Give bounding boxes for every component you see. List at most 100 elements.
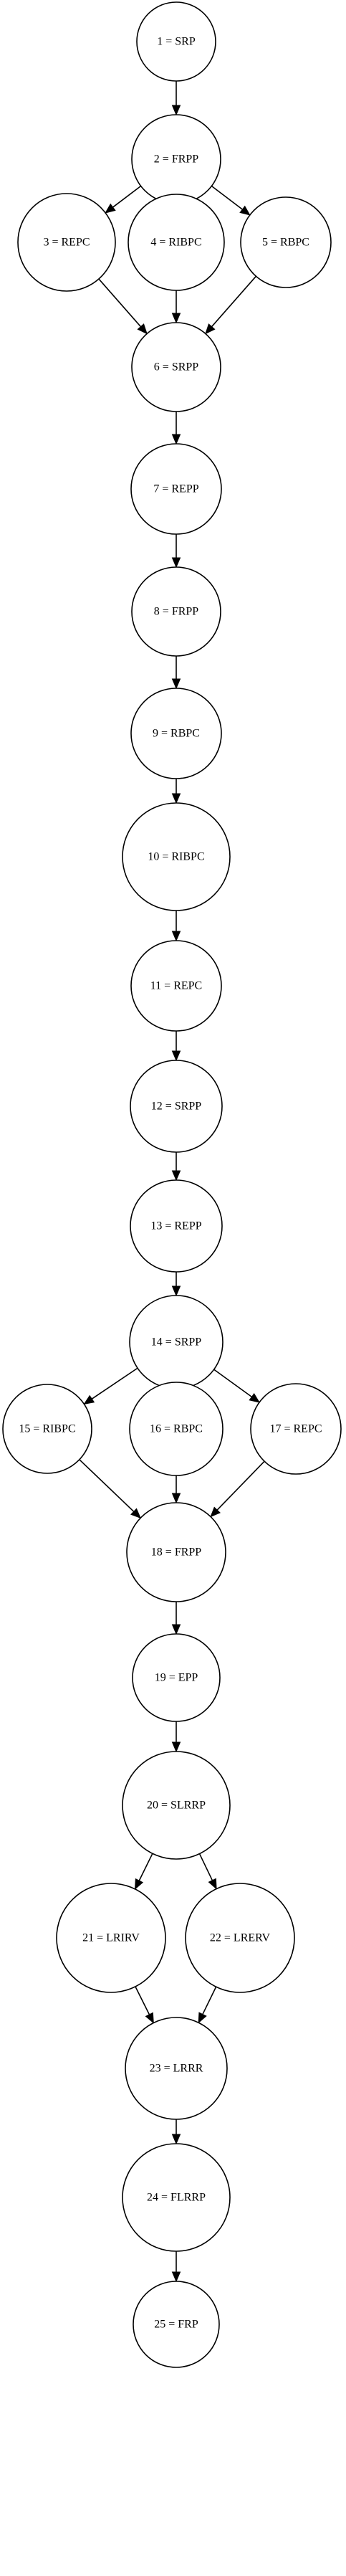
edge-n14-n17 [213, 1369, 261, 1403]
edge-n15-n18 [79, 1459, 142, 1519]
arrow-head [171, 557, 181, 569]
edge-line [211, 185, 243, 210]
node-circle [130, 940, 222, 1032]
node-label: 22 = LRERV [210, 1932, 271, 1944]
edge-line [91, 1367, 138, 1399]
node-n6: 6 = SRPP [131, 322, 221, 412]
node-circle [2, 1384, 92, 1474]
edge-n11-n12 [171, 1031, 181, 1062]
node-circle [122, 2143, 231, 2252]
node-label: 23 = LRRR [150, 2063, 203, 2075]
arrow-head [134, 1878, 144, 1890]
arrow-head [210, 1506, 221, 1518]
node-n1: 1 = SRP [136, 1, 216, 82]
edge-n21-n23 [135, 1986, 154, 2024]
arrow-head [171, 1170, 181, 1182]
edge-line [216, 1460, 265, 1511]
node-n17: 17 = REPC [250, 1383, 342, 1475]
node-circle [250, 1383, 342, 1475]
edge-n2-n5 [211, 185, 251, 216]
arrow-head [208, 1878, 217, 1890]
arrow-head [83, 1394, 95, 1405]
edge-line [198, 1853, 213, 1881]
node-n11: 11 = REPC [130, 940, 222, 1032]
node-circle [133, 2281, 220, 2368]
node-label: 1 = SRP [157, 36, 196, 48]
edge-n20-n21 [134, 1853, 153, 1890]
arrow-head [171, 793, 181, 804]
node-circle [125, 2017, 228, 2120]
node-label: 7 = REPP [153, 483, 198, 495]
arrow-head [249, 1393, 261, 1403]
node-n12: 12 = SRPP [130, 1060, 223, 1153]
arrow-head [171, 931, 181, 942]
node-n23: 23 = LRRR [125, 2017, 228, 2120]
node-label: 16 = RBPC [150, 1423, 203, 1435]
node-circle [122, 802, 231, 911]
arrow-head [130, 1508, 142, 1519]
edge-n16-n18 [171, 1475, 181, 1504]
node-n7: 7 = REPP [130, 443, 222, 535]
edge-n22-n23 [198, 1986, 217, 2024]
node-n14: 14 = SRPP [129, 1295, 224, 1389]
arrow-head [171, 313, 181, 324]
node-label: 12 = SRPP [151, 1101, 201, 1113]
arrow-head [171, 105, 181, 116]
node-label: 11 = REPC [150, 980, 202, 992]
node-label: 15 = RIBPC [19, 1423, 75, 1435]
arrow-head [171, 1285, 181, 1297]
node-circle [122, 1751, 231, 1860]
node-n22: 22 = LRERV [185, 1883, 295, 1993]
edge-line [135, 1986, 150, 2015]
node-n15: 15 = RIBPC [2, 1384, 92, 1474]
node-label: 24 = FLRRP [147, 2192, 206, 2204]
node-n20: 20 = SLRRP [122, 1751, 231, 1860]
node-circle [126, 1502, 226, 1602]
node-label: 18 = FRPP [151, 1546, 201, 1559]
node-label: 4 = RIBPC [150, 237, 201, 249]
edge-n18-n19 [171, 1602, 181, 1635]
arrow-head [171, 1493, 181, 1504]
edge-n14-n15 [83, 1367, 138, 1405]
arrow-head [171, 2271, 181, 2283]
node-circle [130, 688, 222, 779]
arrow-head [171, 678, 181, 690]
node-label: 5 = RBPC [262, 237, 309, 249]
node-n19: 19 = EPP [132, 1633, 221, 1722]
node-circle [130, 1060, 223, 1153]
edge-n12-n13 [171, 1152, 181, 1182]
edge-n20-n22 [198, 1853, 217, 1890]
node-circle [17, 193, 116, 292]
edge-line [202, 1986, 217, 2015]
node-circle [240, 196, 332, 288]
node-circle [130, 1179, 223, 1273]
node-circle [131, 566, 221, 657]
edge-line [79, 1459, 135, 1512]
node-label: 21 = LRIRV [82, 1932, 140, 1944]
node-circle [128, 194, 225, 291]
node-label: 6 = SRPP [154, 361, 198, 374]
edge-n10-n11 [171, 911, 181, 942]
edge-n4-n6 [171, 290, 181, 324]
edge-line [112, 185, 142, 208]
node-n4: 4 = RIBPC [128, 194, 225, 291]
node-n18: 18 = FRPP [126, 1502, 226, 1602]
arrow-head [171, 434, 181, 445]
node-n2: 2 = FRPP [131, 114, 221, 204]
edge-n2-n3 [105, 185, 142, 214]
node-n5: 5 = RBPC [240, 196, 332, 288]
edge-n24-n25 [171, 2251, 181, 2283]
node-circle [129, 1382, 224, 1476]
node-n16: 16 = RBPC [129, 1382, 224, 1476]
edge-line [98, 278, 142, 328]
edge-n7-n8 [171, 534, 181, 569]
node-label: 19 = EPP [155, 1672, 198, 1684]
edges-layer [79, 81, 265, 2283]
arrow-head [198, 2012, 207, 2024]
edge-n8-n9 [171, 656, 181, 690]
node-n13: 13 = REPP [130, 1179, 223, 1273]
arrow-head [239, 205, 251, 216]
edge-n17-n18 [210, 1460, 265, 1518]
node-label: 25 = FRP [154, 2319, 198, 2331]
